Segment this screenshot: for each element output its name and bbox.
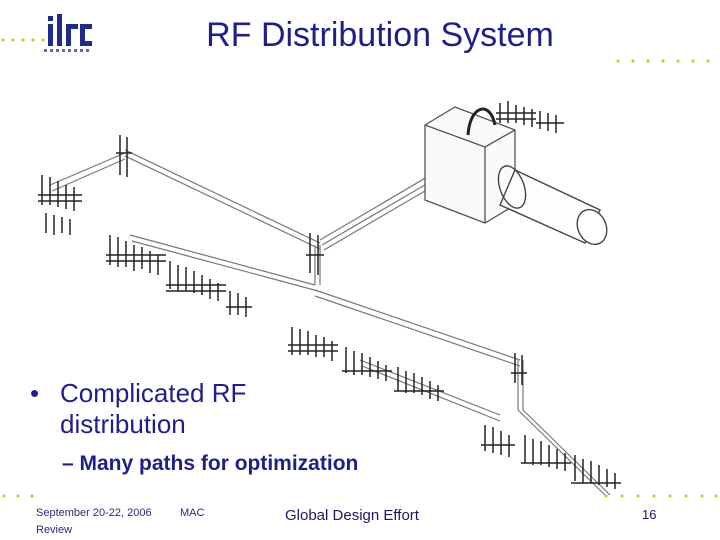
page-number: 16 xyxy=(642,507,657,522)
decor-dots-top-right xyxy=(616,59,710,63)
bullet-sub: – Many paths for optimization xyxy=(62,452,365,476)
footer-organization: Global Design Effort xyxy=(285,507,419,524)
ilc-logo-icon xyxy=(44,14,92,52)
decor-dots-bottom-right xyxy=(604,494,718,498)
bullet-main: • Complicated RF distribution xyxy=(30,378,270,440)
footer-mac: MAC xyxy=(180,507,205,519)
footer-date: September 20-22, 2006 Review xyxy=(36,505,176,539)
bullet-main-text: Complicated RF distribution xyxy=(60,378,247,439)
bullet-marker: • xyxy=(30,378,40,408)
rf-distribution-diagram xyxy=(38,101,621,496)
decor-dots-bottom-left xyxy=(2,494,34,498)
slide-title: RF Distribution System xyxy=(206,16,554,54)
decor-dots-top-left xyxy=(1,38,45,42)
